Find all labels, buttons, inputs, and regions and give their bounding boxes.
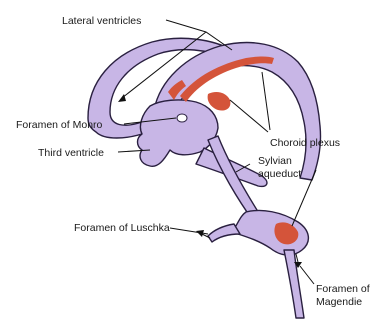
choroid-plexus-leader-2 [262,72,270,130]
label-choroid-plexus: Choroid plexus [270,137,340,149]
label-sylvian-line1: Sylvian [258,155,292,167]
magendie-arrow-line [296,254,298,262]
foramen-magendie-leader [300,266,314,284]
label-magendie-line2: Magendie [316,296,362,308]
foramen-of-monro-opening [177,114,187,122]
central-canal [284,250,304,318]
label-sylvian-line2: aqueduct [258,168,301,180]
label-foramen-of-luschka: Foramen of Luschka [74,222,170,234]
label-lateral-ventricles: Lateral ventricles [62,15,141,27]
lateral-recess [208,224,240,242]
choroid-plexus-leader-1 [230,100,268,132]
label-magendie-line1: Foramen of [316,283,370,295]
choroid-plexus-third [208,92,231,111]
label-third-ventricle: Third ventricle [38,147,104,159]
label-foramen-of-monro: Foramen of Monro [16,119,103,131]
